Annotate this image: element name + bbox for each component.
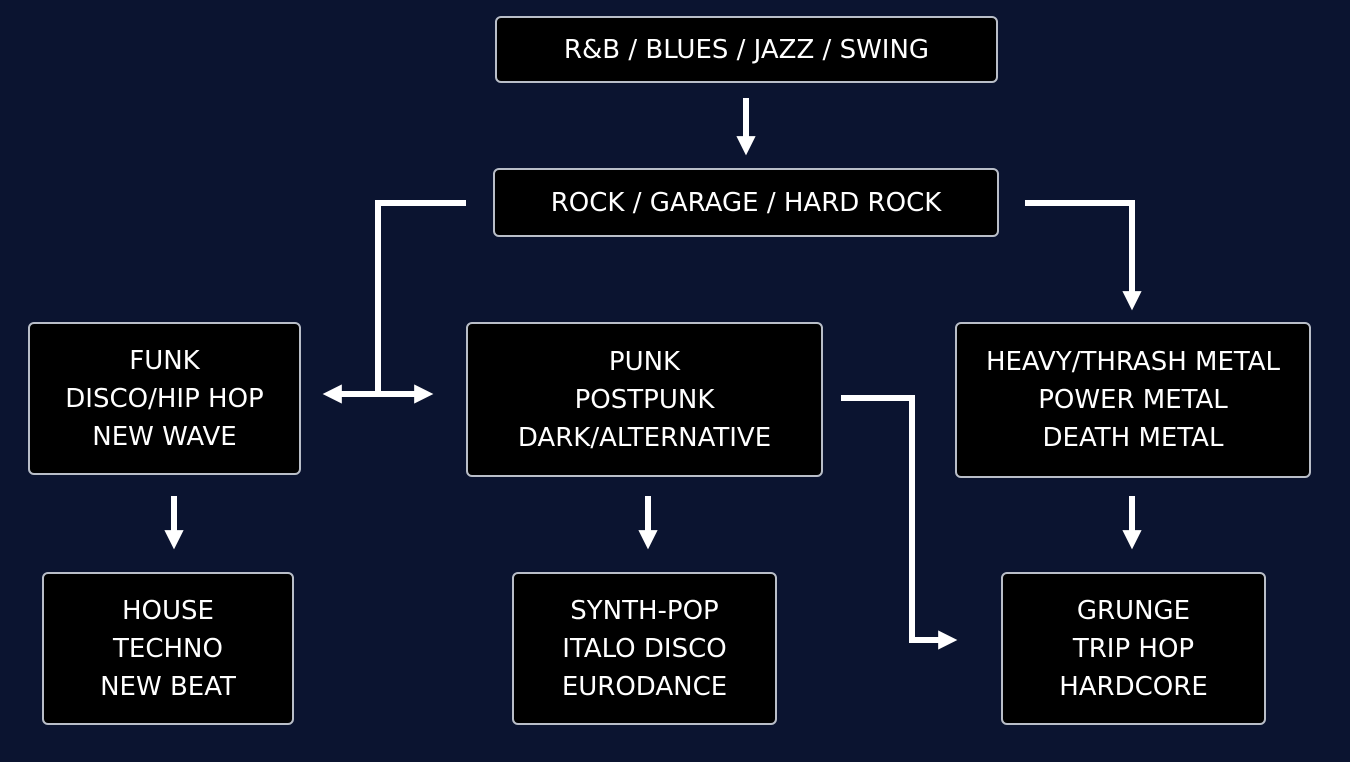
node-rock: ROCK / GARAGE / HARD ROCK bbox=[493, 168, 999, 237]
connector-rock-branch-left bbox=[375, 200, 466, 394]
node-funk-line-3: NEW WAVE bbox=[92, 421, 237, 452]
node-funk-line-2: DISCO/HIP HOP bbox=[65, 383, 264, 414]
node-punk-line-2: POSTPUNK bbox=[574, 384, 715, 415]
node-metal-line-3: DEATH METAL bbox=[1042, 423, 1224, 453]
node-metal-line-1: HEAVY/THRASH METAL bbox=[985, 347, 1281, 377]
node-house-line-3: NEW BEAT bbox=[100, 671, 236, 702]
node-metal-line-2: POWER METAL bbox=[1038, 385, 1228, 415]
node-grunge-line-2: TRIP HOP bbox=[1072, 633, 1195, 664]
node-synth-line-1: SYNTH-POP bbox=[570, 595, 719, 626]
node-funk: FUNK DISCO/HIP HOP NEW WAVE bbox=[28, 322, 301, 475]
node-punk-line-1: PUNK bbox=[608, 346, 681, 377]
node-metal: HEAVY/THRASH METAL POWER METAL DEATH MET… bbox=[955, 322, 1311, 478]
node-house: HOUSE TECHNO NEW BEAT bbox=[42, 572, 294, 725]
node-synth-line-3: EURODANCE bbox=[561, 671, 728, 702]
node-punk: PUNK POSTPUNK DARK/ALTERNATIVE bbox=[466, 322, 823, 477]
node-origins: R&B / BLUES / JAZZ / SWING bbox=[495, 16, 998, 83]
node-origins-line-1: R&B / BLUES / JAZZ / SWING bbox=[563, 34, 930, 65]
node-grunge: GRUNGE TRIP HOP HARDCORE bbox=[1001, 572, 1266, 725]
node-synth-line-2: ITALO DISCO bbox=[562, 633, 727, 664]
node-house-line-2: TECHNO bbox=[113, 633, 223, 664]
node-funk-line-1: FUNK bbox=[129, 345, 200, 376]
node-punk-line-3: DARK/ALTERNATIVE bbox=[517, 422, 772, 453]
node-grunge-line-1: GRUNGE bbox=[1076, 595, 1191, 626]
node-rock-line-1: ROCK / GARAGE / HARD ROCK bbox=[550, 187, 942, 218]
node-house-line-1: HOUSE bbox=[122, 595, 214, 626]
node-synth: SYNTH-POP ITALO DISCO EURODANCE bbox=[512, 572, 777, 725]
node-grunge-line-3: HARDCORE bbox=[1059, 671, 1208, 702]
arrow-rock-to-metal bbox=[1025, 200, 1142, 311]
arrow-punk-to-grunge bbox=[841, 395, 958, 650]
